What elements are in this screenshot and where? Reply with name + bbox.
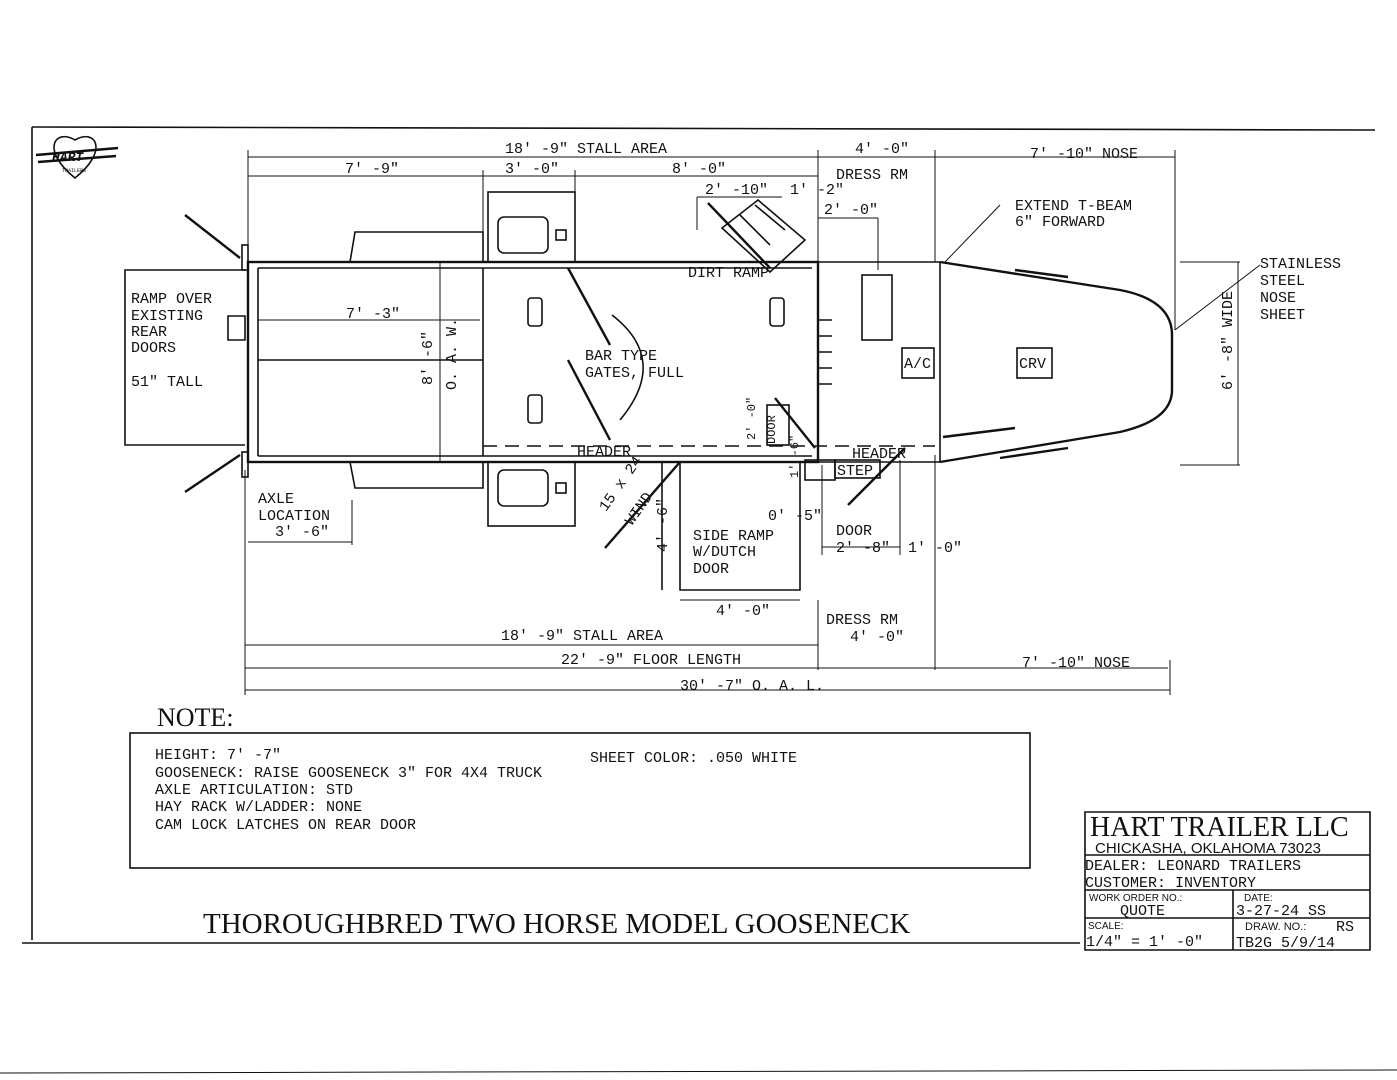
label-dress-rm-bottom: DRESS RM [826, 612, 898, 629]
label-step: STEP [837, 463, 873, 480]
sheet-border [0, 126, 1397, 1074]
draw-no-label: DRAW. NO.: [1245, 921, 1306, 933]
dim-oaw: O. A. W. [444, 318, 461, 390]
label-ramp-tall: 51" TALL [131, 374, 203, 391]
dim-bottom-dress-rm: 4' -0" [850, 629, 904, 646]
logo-subtext: TRAILERS [62, 168, 86, 174]
dim-tack-a: 2' -10" [705, 182, 768, 199]
label-stainless-3: NOSE [1260, 290, 1296, 307]
dim-door-small: 1' -6" [788, 435, 802, 478]
dim-tack-c: 2' -0" [824, 202, 878, 219]
dim-step-offset: 0' -5" [768, 508, 822, 525]
dim-side-ramp-width: 4' -0" [716, 603, 770, 620]
drawing-title: THOROUGHBRED TWO HORSE MODEL GOOSENECK [203, 908, 910, 940]
dim-door-height: 2' -0" [745, 397, 759, 440]
dim-side-ramp-height: 4' -6" [655, 498, 672, 552]
label-bar-gates-1: BAR TYPE [585, 348, 657, 365]
label-stainless-4: SHEET [1260, 307, 1305, 324]
top-dimensions: 18' -9" STALL AREA 4' -0" 7' -10" NOSE 7… [247, 141, 1176, 330]
label-dress-rm-top: DRESS RM [836, 167, 908, 184]
label-axle-location: LOCATION [258, 508, 330, 525]
dim-inner-width: 7' -3" [346, 306, 400, 323]
dim-top-nose: 7' -10" NOSE [1030, 146, 1138, 163]
dim-tack-b: 1' -2" [790, 182, 844, 199]
dim-top-dress-rm: 4' -0" [855, 141, 909, 158]
draw-initials: RS [1336, 919, 1354, 936]
dim-bottom-stall-area: 18' -9" STALL AREA [501, 628, 663, 645]
hart-logo: HART TRAILERS [35, 135, 119, 180]
label-side-ramp-1: SIDE RAMP [693, 528, 774, 545]
note-line-height: HEIGHT: 7' -7" [155, 747, 281, 764]
draw-no: TB2G 5/9/14 [1236, 935, 1335, 952]
dim-door-width: 2' -8" [836, 540, 890, 557]
date: 3-27-24 SS [1236, 903, 1326, 920]
work-order-label: WORK ORDER NO.: [1089, 893, 1182, 904]
scale-label: SCALE: [1088, 921, 1124, 932]
note-section: NOTE: HEIGHT: 7' -7" GOOSENECK: RAISE GO… [129, 703, 1031, 869]
dim-rear-section: 7' -9" [345, 161, 399, 178]
company-name: HART TRAILER LLC [1090, 812, 1349, 843]
dim-floor-length: 22' -9" FLOOR LENGTH [561, 652, 741, 669]
note-line-gooseneck: GOOSENECK: RAISE GOOSENECK 3" FOR 4X4 TR… [155, 765, 542, 782]
label-stainless-2: STEEL [1260, 273, 1305, 290]
note-heading: NOTE: [157, 703, 234, 732]
work-order: QUOTE [1120, 903, 1165, 920]
dim-front-section: 8' -0" [672, 161, 726, 178]
dim-bottom-nose: 7' -10" NOSE [1022, 655, 1130, 672]
note-line-axle: AXLE ARTICULATION: STD [155, 782, 353, 799]
dim-mid-section: 3' -0" [505, 161, 559, 178]
label-side-ramp-3: DOOR [693, 561, 729, 578]
label-door: DOOR [836, 523, 872, 540]
date-label: DATE: [1244, 893, 1273, 904]
label-crv: CRV [1019, 356, 1046, 373]
customer: CUSTOMER: INVENTORY [1085, 875, 1256, 892]
label-ramp-3: REAR [131, 324, 167, 341]
label-ramp-1: RAMP OVER [131, 291, 212, 308]
bottom-dimensions: DRESS RM 4' -0" 18' -9" STALL AREA 22' -… [244, 455, 1171, 695]
label-extend-tbeam: EXTEND T-BEAM [1015, 198, 1132, 215]
label-ramp-2: EXISTING [131, 308, 203, 325]
dealer: DEALER: LEONARD TRAILERS [1085, 858, 1301, 875]
trailer-body [124, 191, 1261, 601]
label-header-right: HEADER [852, 446, 906, 463]
title-block: HART TRAILER LLC CHICKASHA, OKLAHOMA 730… [1084, 811, 1371, 952]
label-header-left: HEADER [577, 444, 631, 461]
label-door-vertical: DOOR [765, 415, 779, 444]
label-side-ramp-2: W/DUTCH [693, 544, 756, 561]
dim-axle-location: 3' -6" [275, 524, 329, 541]
dim-oal: 30' -7" O. A. L. [680, 678, 824, 695]
label-ramp-4: DOORS [131, 340, 176, 357]
scale: 1/4" = 1' -0" [1086, 934, 1203, 951]
note-sheet-color: SHEET COLOR: .050 WHITE [590, 750, 797, 767]
dim-top-stall-area: 18' -9" STALL AREA [505, 141, 667, 158]
dim-nose-width: 6' -8" WIDE [1220, 291, 1237, 390]
company-address: CHICKASHA, OKLAHOMA 73023 [1095, 840, 1321, 857]
label-bar-gates-2: GATES, FULL [585, 365, 684, 382]
label-ac: A/C [904, 356, 931, 373]
label-axle: AXLE [258, 491, 294, 508]
note-line-cam-lock: CAM LOCK LATCHES ON REAR DOOR [155, 817, 416, 834]
dim-overall-width: 8' -6" [420, 331, 437, 385]
logo-text: HART [52, 150, 84, 165]
note-line-hay-rack: HAY RACK W/LADDER: NONE [155, 799, 362, 816]
label-stainless-1: STAINLESS [1260, 256, 1341, 273]
label-dirt-ramp: DIRT RAMP [688, 265, 769, 282]
label-extend-tbeam-2: 6" FORWARD [1015, 214, 1105, 231]
